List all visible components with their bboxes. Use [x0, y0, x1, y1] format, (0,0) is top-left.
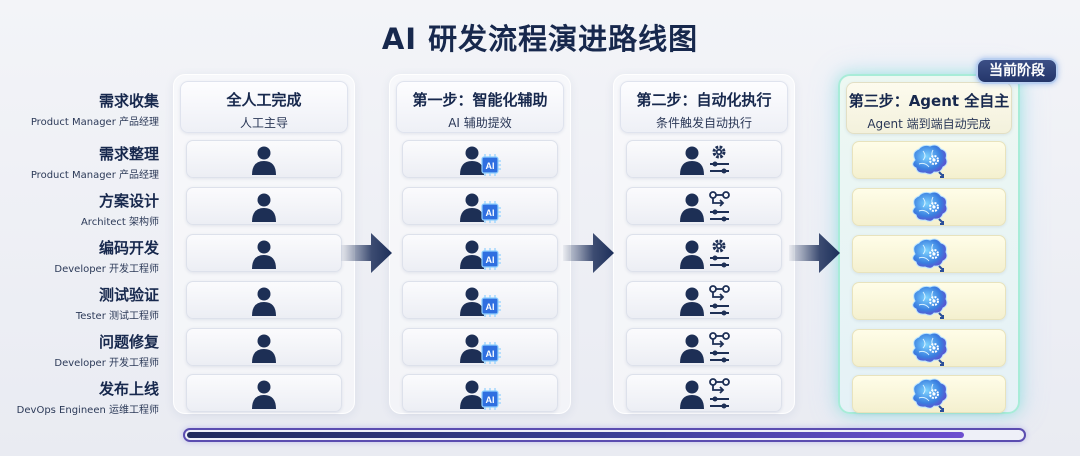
stage-subtitle: AI 辅助提效	[448, 116, 512, 130]
person-ai-chip-icon: AI	[457, 189, 503, 223]
person-workflow-sliders-icon	[677, 189, 731, 223]
stage-cell	[852, 235, 1006, 273]
row-label-zh: 需求收集	[98, 92, 159, 110]
stage-cell	[852, 141, 1006, 179]
stage-cell	[852, 329, 1006, 367]
stage-cell	[626, 374, 782, 412]
stage-subtitle: 人工主导	[239, 116, 288, 130]
page-title: AI 研发流程演进路线图	[381, 22, 699, 56]
stage-title: 第三步：Agent 全自主	[848, 92, 1010, 110]
person-gear-sliders-icon	[677, 142, 731, 176]
stage-column-manual: 全人工完成 人工主导	[173, 74, 355, 414]
arrow-right-icon	[789, 233, 840, 273]
stage-cell: AI	[402, 234, 558, 272]
stage-cell	[186, 187, 342, 225]
svg-text:AI: AI	[486, 302, 495, 312]
stage-cell: AI	[402, 187, 558, 225]
stage-cell	[626, 234, 782, 272]
person-icon	[244, 189, 284, 223]
person-workflow-sliders-icon	[677, 330, 731, 364]
row-label: 测试验证 Tester 测试工程师	[76, 284, 159, 322]
person-ai-chip-icon: AI	[457, 376, 503, 410]
arrow-right-icon	[563, 233, 614, 273]
ai-brain-icon	[905, 236, 953, 272]
stage-cell	[626, 328, 782, 366]
row-label-en: Product Manager 产品经理	[30, 117, 159, 128]
stage-subtitle: 条件触发自动执行	[655, 116, 752, 130]
progress-bar	[183, 428, 1026, 442]
person-icon	[244, 236, 284, 270]
stage-header: 第二步：自动化执行 条件触发自动执行	[620, 81, 788, 133]
person-ai-chip-icon: AI	[457, 283, 503, 317]
person-icon	[244, 330, 284, 364]
row-label-en: DevOps Engineen 运维工程师	[16, 405, 159, 416]
current-stage-badge: 当前阶段	[976, 58, 1058, 84]
svg-text:AI: AI	[486, 395, 495, 405]
ai-brain-icon	[905, 376, 953, 412]
row-label-zh: 发布上线	[98, 380, 159, 398]
svg-text:AI: AI	[486, 161, 495, 171]
row-label-en: Architect 架构师	[80, 217, 159, 228]
stage-cell	[852, 282, 1006, 320]
person-gear-sliders-icon	[677, 236, 731, 270]
ai-brain-icon	[905, 142, 953, 178]
stage-header: 第一步：智能化辅助 AI 辅助提效	[396, 81, 564, 133]
ai-brain-icon	[905, 189, 953, 225]
stage-title: 第二步：自动化执行	[636, 91, 772, 109]
svg-text:AI: AI	[486, 349, 495, 359]
arrow-right-icon	[341, 233, 392, 273]
progress-fill	[187, 432, 964, 438]
ai-brain-icon	[905, 283, 953, 319]
stage-cell	[626, 187, 782, 225]
row-label: 编码开发 Developer 开发工程师	[54, 237, 159, 275]
row-label: 问题修复 Developer 开发工程师	[54, 331, 159, 369]
person-ai-chip-icon: AI	[457, 330, 503, 364]
stage-header: 全人工完成 人工主导	[180, 81, 348, 133]
person-ai-chip-icon: AI	[457, 236, 503, 270]
row-label: 需求收集 Product Manager 产品经理	[31, 90, 159, 128]
stage-cell	[186, 374, 342, 412]
row-label-en: Developer 开发工程师	[54, 264, 159, 275]
stage-cell	[186, 281, 342, 319]
ai-brain-icon	[905, 330, 953, 366]
stage-cell	[186, 328, 342, 366]
stage-subtitle: Agent 端到端自动完成	[867, 117, 991, 131]
stage-column-assist: 第一步：智能化辅助 AI 辅助提效 AI AI AI	[389, 74, 571, 414]
stage-cell: AI	[402, 140, 558, 178]
row-label: 方案设计 Architect 架构师	[81, 190, 159, 228]
stage-cell	[852, 375, 1006, 413]
stage-title: 全人工完成	[226, 91, 302, 109]
stage-cell: AI	[402, 281, 558, 319]
stage-cell	[626, 281, 782, 319]
stage-title: 第一步：智能化辅助	[412, 91, 548, 109]
row-label-zh: 问题修复	[98, 333, 159, 351]
svg-text:AI: AI	[486, 255, 495, 265]
row-label-zh: 测试验证	[98, 286, 159, 304]
row-label-en: Developer 开发工程师	[54, 358, 159, 369]
person-workflow-sliders-icon	[677, 376, 731, 410]
row-label-zh: 需求整理	[98, 145, 159, 163]
row-label: 发布上线 DevOps Engineen 运维工程师	[17, 378, 159, 416]
stage-column-agent: 第三步：Agent 全自主 Agent 端到端自动完成	[838, 74, 1020, 414]
stage-cell	[852, 188, 1006, 226]
stage-column-automation: 第二步：自动化执行 条件触发自动执行	[613, 74, 795, 414]
stage-cell	[626, 140, 782, 178]
person-icon	[244, 376, 284, 410]
row-label-en: Product Manager 产品经理	[30, 170, 159, 181]
person-icon	[244, 142, 284, 176]
stage-cell: AI	[402, 328, 558, 366]
stage-cell	[186, 234, 342, 272]
person-ai-chip-icon: AI	[457, 142, 503, 176]
row-label-zh: 方案设计	[98, 192, 159, 210]
person-workflow-sliders-icon	[677, 283, 731, 317]
stage-header: 第三步：Agent 全自主 Agent 端到端自动完成	[846, 82, 1012, 134]
svg-text:AI: AI	[486, 208, 495, 218]
row-label-en: Tester 测试工程师	[75, 311, 159, 322]
row-label: 需求整理 Product Manager 产品经理	[31, 143, 159, 181]
row-label-zh: 编码开发	[98, 239, 159, 257]
person-icon	[244, 283, 284, 317]
stage-cell	[186, 140, 342, 178]
stage-cell: AI	[402, 374, 558, 412]
